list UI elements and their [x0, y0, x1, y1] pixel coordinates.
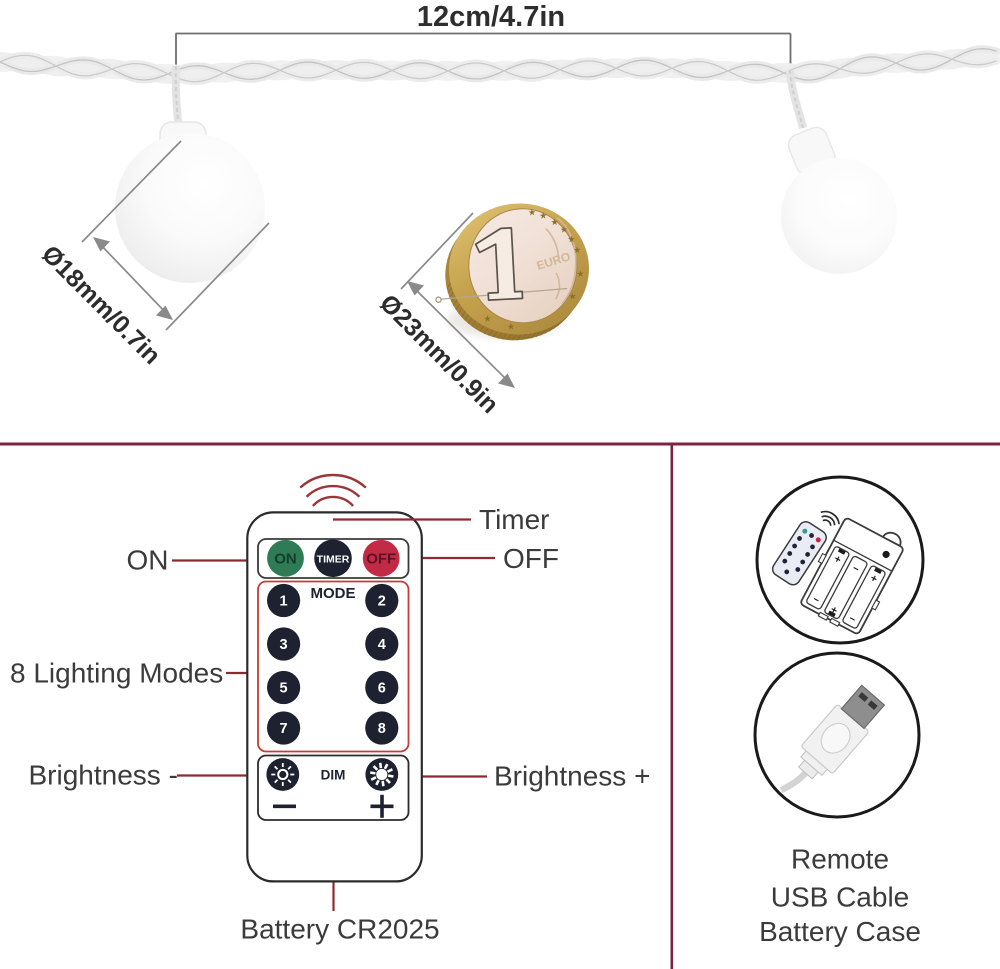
svg-text:★: ★ [560, 224, 569, 234]
svg-text:+: + [832, 553, 843, 567]
svg-text:★: ★ [528, 207, 537, 217]
svg-text:Brightness +: Brightness + [494, 761, 650, 792]
svg-text:OFF: OFF [366, 551, 396, 568]
svg-text:+: + [868, 572, 879, 586]
svg-text:★: ★ [550, 217, 559, 227]
svg-text:8: 8 [378, 721, 386, 737]
svg-text:MODE: MODE [311, 585, 356, 602]
svg-text:ON: ON [127, 545, 169, 576]
svg-text:2: 2 [378, 594, 386, 610]
svg-text:Remote: Remote [791, 844, 889, 875]
svg-text:ON: ON [274, 551, 297, 568]
svg-text:★: ★ [568, 291, 577, 301]
svg-text:6: 6 [378, 681, 386, 697]
svg-text:★: ★ [573, 245, 582, 255]
svg-text:USB Cable: USB Cable [771, 882, 910, 913]
svg-text:−: − [850, 563, 860, 576]
svg-text:5: 5 [280, 681, 288, 697]
svg-text:+: + [828, 604, 839, 618]
svg-text:8 Lighting Modes: 8 Lighting Modes [10, 658, 223, 689]
svg-text:−: − [811, 594, 821, 607]
svg-text:★: ★ [576, 269, 585, 279]
svg-text:★: ★ [483, 314, 492, 324]
svg-text:TIMER: TIMER [317, 554, 350, 566]
svg-text:★: ★ [539, 210, 548, 220]
svg-text:Brightness -: Brightness - [29, 760, 178, 791]
svg-text:★: ★ [507, 321, 516, 331]
svg-text:7: 7 [280, 721, 288, 737]
svg-text:Battery Case: Battery Case [759, 916, 921, 947]
svg-text:12cm/4.7in: 12cm/4.7in [417, 1, 565, 33]
svg-text:1: 1 [280, 594, 288, 610]
svg-text:Battery CR2025: Battery CR2025 [240, 914, 439, 945]
svg-text:4: 4 [378, 637, 386, 653]
svg-text:−: − [847, 613, 857, 626]
svg-text:3: 3 [280, 637, 288, 653]
svg-text:Timer: Timer [479, 504, 550, 535]
svg-text:OFF: OFF [503, 543, 559, 574]
svg-text:DIM: DIM [321, 768, 346, 783]
svg-text:★: ★ [567, 234, 576, 244]
